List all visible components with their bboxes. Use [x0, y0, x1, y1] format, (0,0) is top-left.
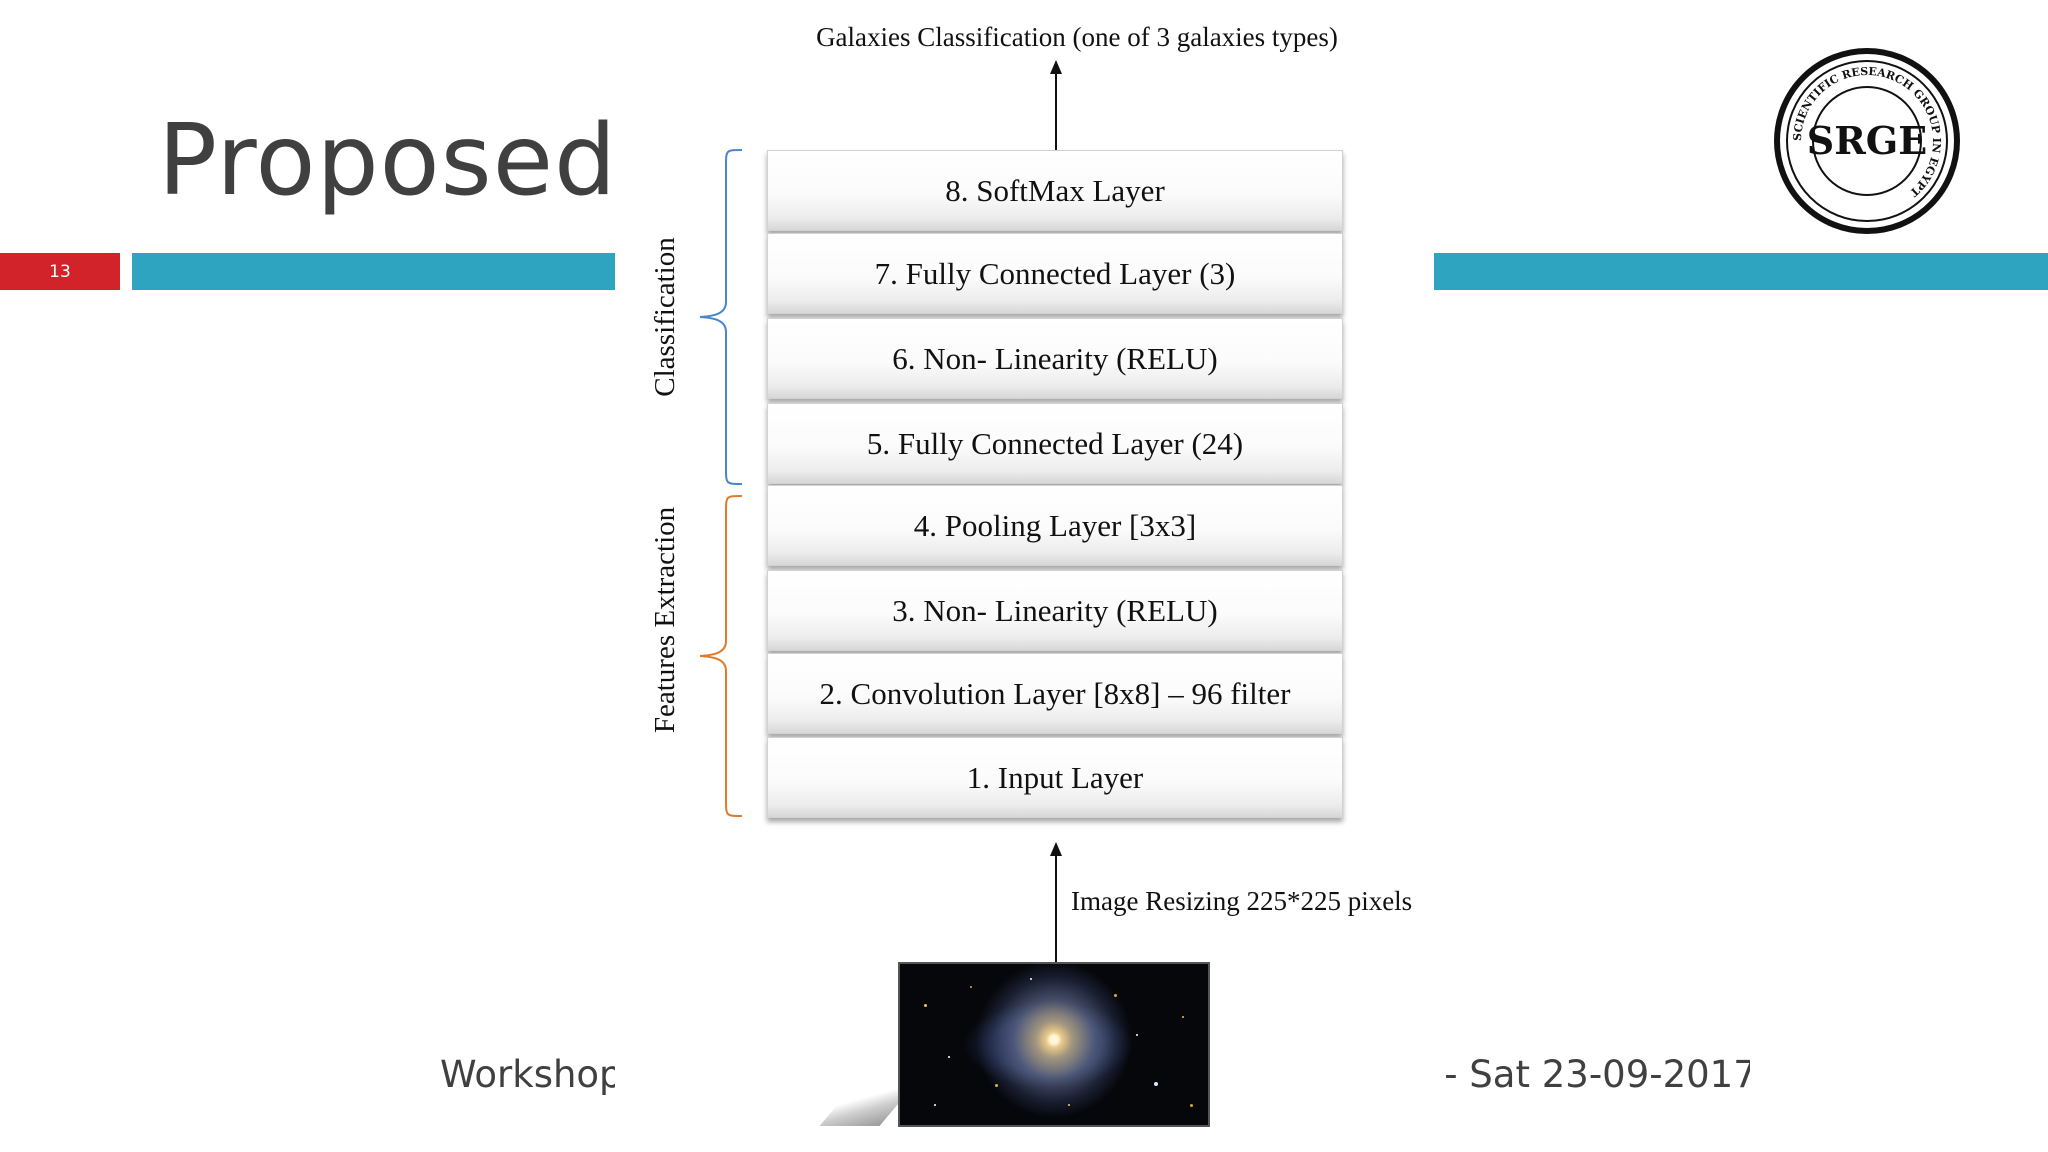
layer-relu-1: 3. Non- Linearity (RELU) [767, 570, 1343, 651]
slide-number: 13 [49, 261, 71, 282]
layer-fully-connected-24: 5. Fully Connected Layer (24) [767, 403, 1343, 484]
input-arrow [1050, 842, 1062, 962]
footer-date-text: ) - Sat 23-09-2017 [1430, 1053, 1750, 1096]
layer-softmax: 8. SoftMax Layer [767, 150, 1343, 231]
srge-logo: SCIENTIFIC RESEARCH GROUP IN EGYPT SRGE [1774, 48, 1960, 234]
classification-brace [699, 149, 743, 485]
title-rule-left [132, 253, 615, 290]
layer-relu-2: 6. Non- Linearity (RELU) [767, 318, 1343, 399]
layer-input: 1. Input Layer [767, 737, 1343, 818]
logo-main-text: SRGE [1807, 118, 1927, 163]
layer-fully-connected-3: 7. Fully Connected Layer (3) [767, 233, 1343, 314]
classification-group-label: Classification [649, 237, 681, 397]
footer-right-text: ) - Sat 23-09-2017 [1430, 1051, 1750, 1099]
features-brace [699, 495, 743, 817]
galaxy-image [898, 962, 1210, 1127]
input-caption: Image Resizing 225*225 pixels [1071, 886, 1413, 916]
footer-left-text: Workshop ( [440, 1053, 615, 1096]
layer-convolution: 2. Convolution Layer [8x8] – 96 filter [767, 653, 1343, 734]
layer-pooling: 4. Pooling Layer [3x3] [767, 485, 1343, 566]
output-caption: Galaxies Classification (one of 3 galaxi… [816, 22, 1338, 52]
slide-number-badge: 13 [0, 253, 120, 290]
slide-title: Proposed [158, 104, 618, 218]
title-rule-right [1434, 253, 2048, 290]
features-extraction-group-label: Features Extraction [649, 506, 681, 734]
output-arrow [1050, 60, 1062, 150]
